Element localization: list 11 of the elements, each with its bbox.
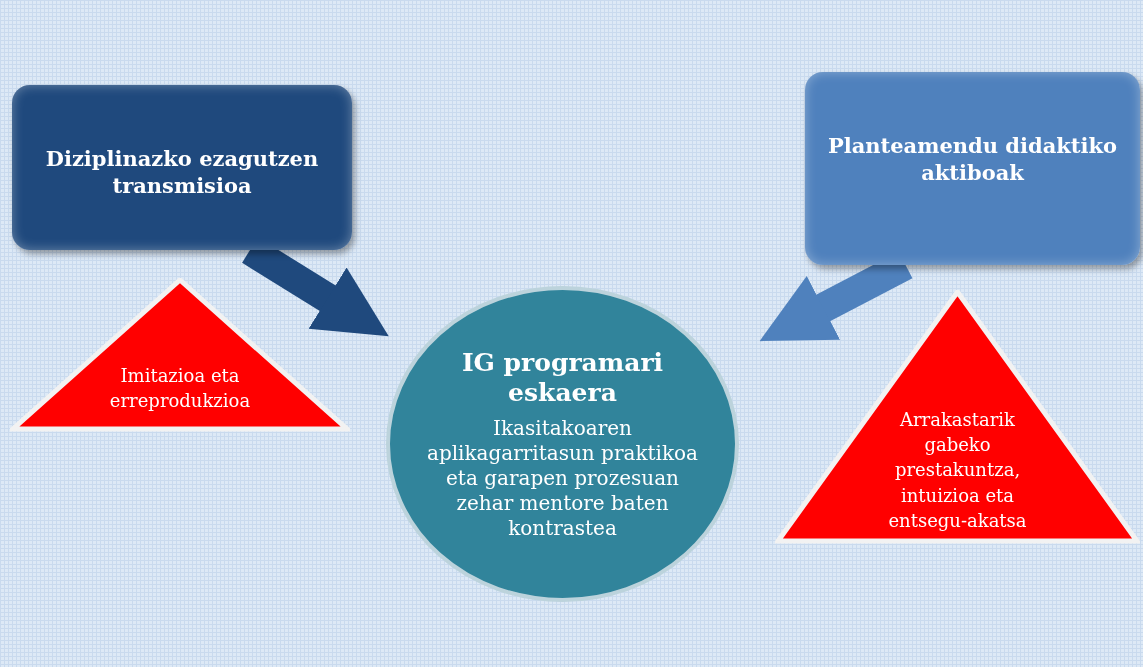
box-title: Planteamendu didaktiko aktiboak [826, 132, 1119, 187]
rounded-box [805, 72, 1140, 265]
box-title: Diziplinazko ezagutzen transmisioa [44, 145, 320, 200]
ellipse [385, 285, 740, 603]
circle-body: Ikasitakoaren aplikagarritasun praktikoa eta garapen prozesuan zehar mentore baten kontrastea [425, 415, 700, 541]
circle-title: IG programari eskaera [460, 347, 665, 408]
triangle [10, 278, 350, 433]
triangle [775, 290, 1140, 545]
triangle-text: Imitazioa eta erreprodukzioa [108, 363, 252, 413]
triangle-text: Arrakastarik gabeko prestakuntza, intuizioa eta entsegu-akatsa [887, 408, 1028, 533]
rounded-box [12, 85, 352, 250]
